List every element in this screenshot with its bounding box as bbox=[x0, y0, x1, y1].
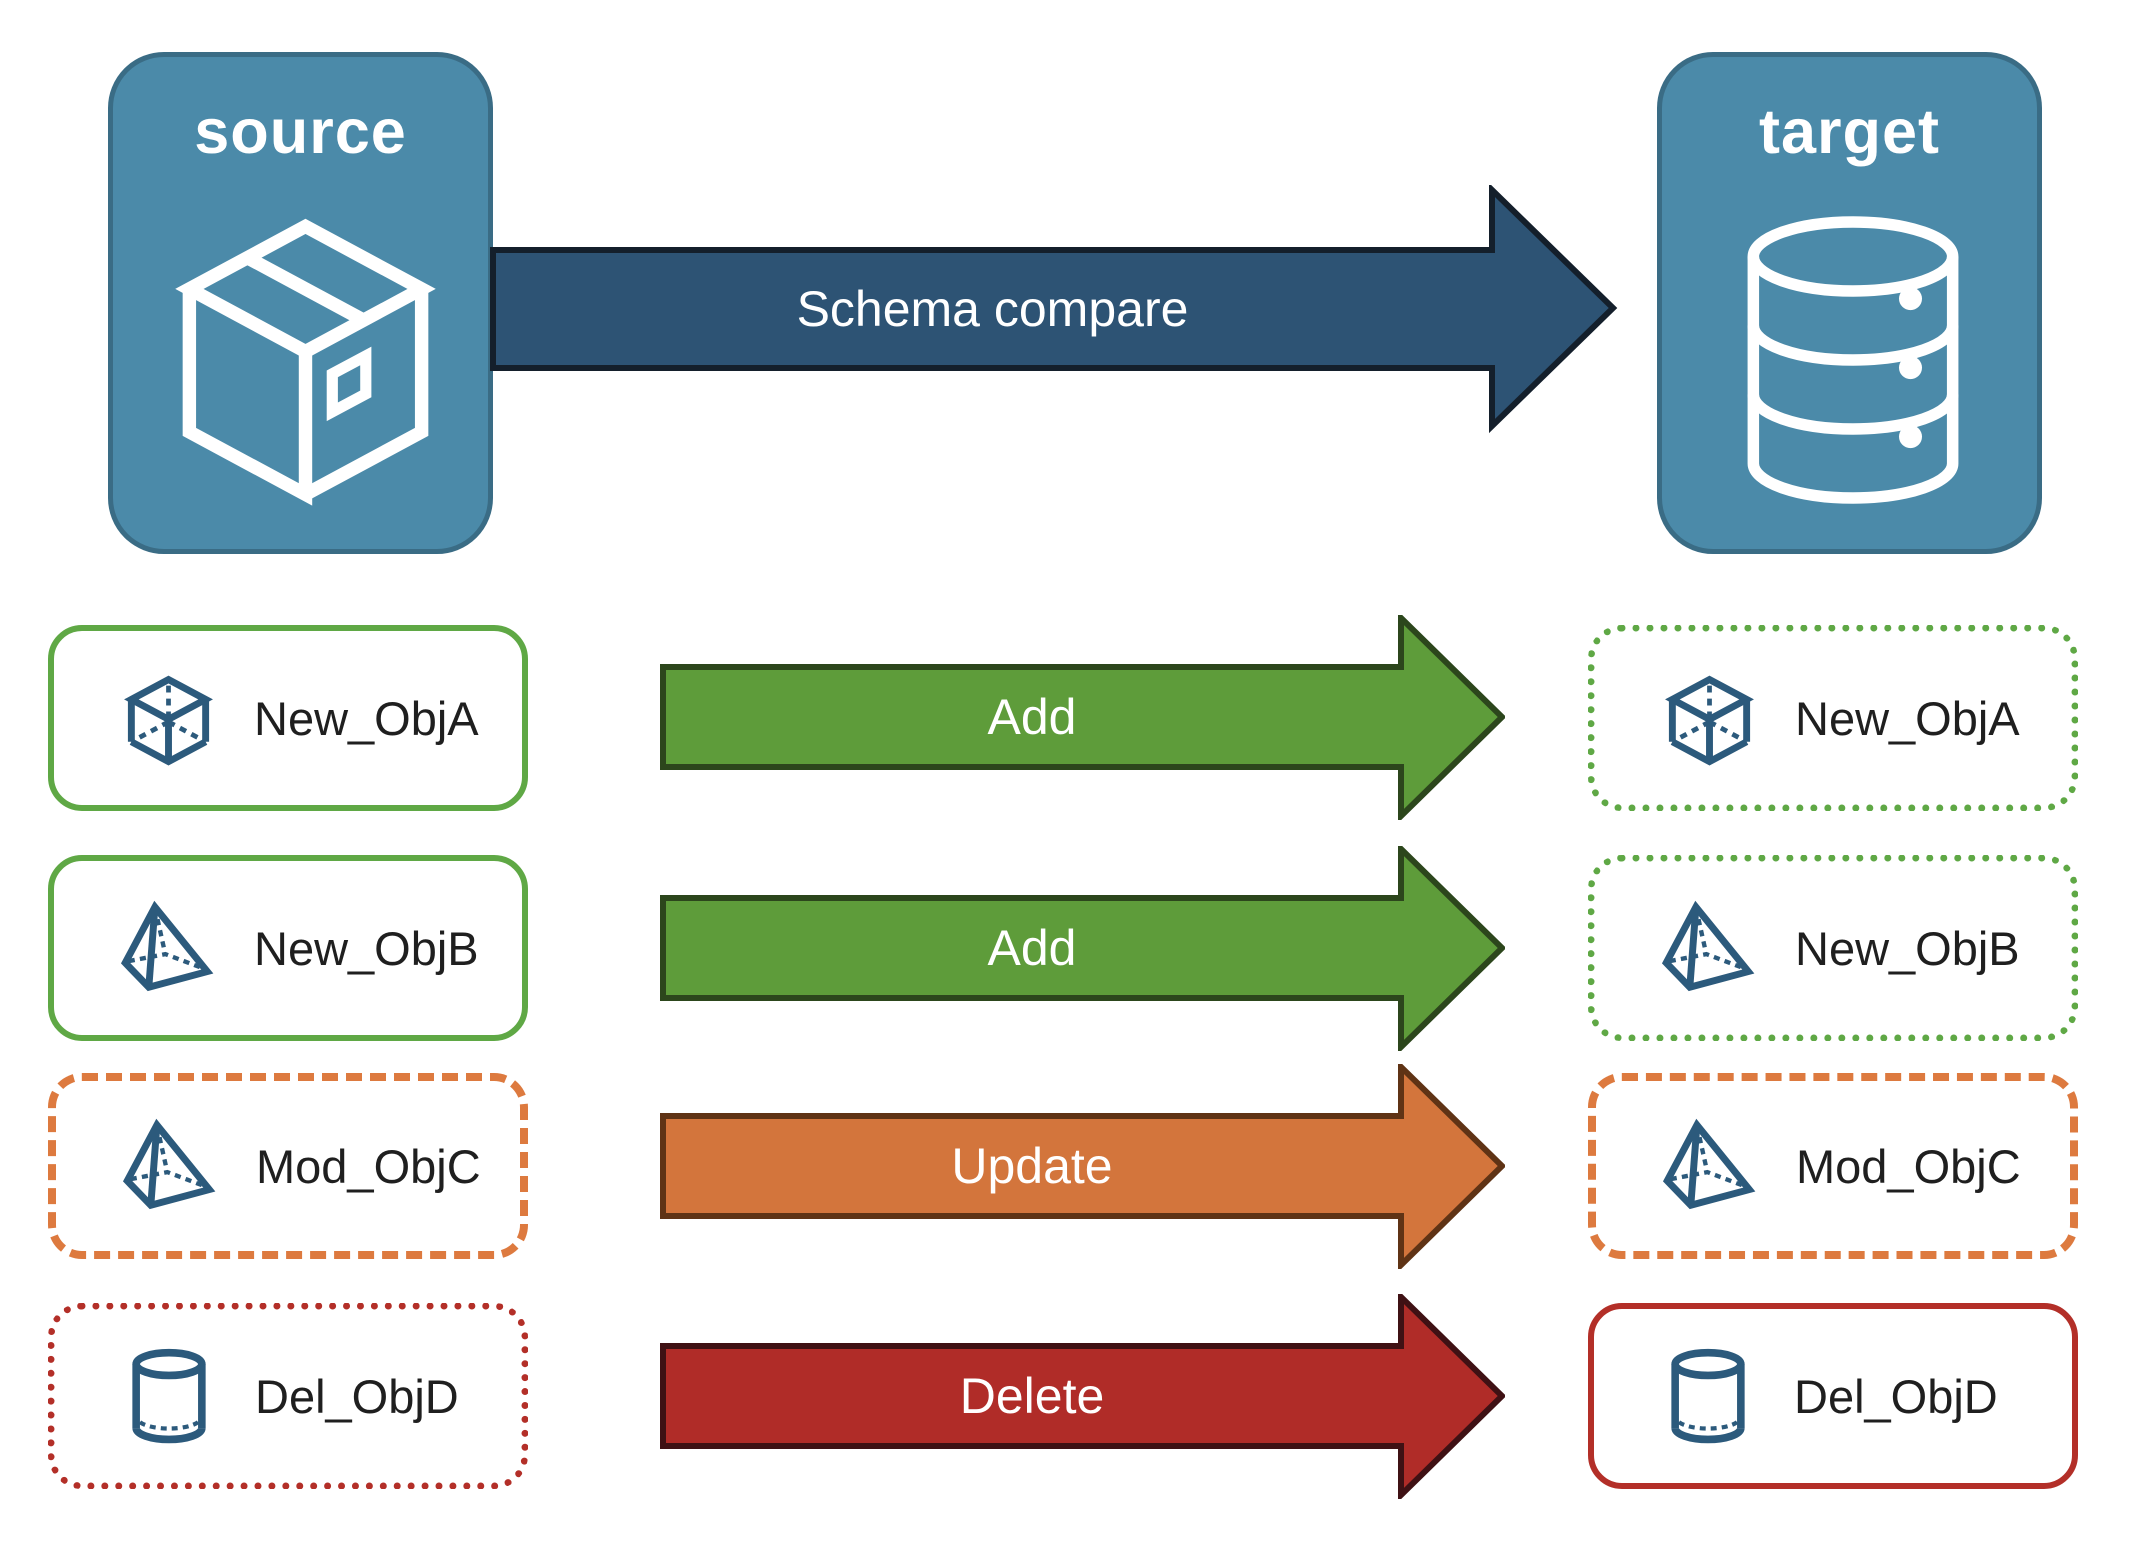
cube-icon bbox=[120, 668, 216, 768]
target-panel-label: target bbox=[1758, 97, 1941, 167]
schema-compare-arrow: Schema compare bbox=[490, 185, 1620, 435]
add-arrow-label: Add bbox=[987, 689, 1077, 745]
target-panel: target bbox=[1657, 52, 2042, 554]
object-label: Mod_ObjC bbox=[1796, 1139, 2021, 1193]
add-arrow-row1: Add bbox=[660, 615, 1505, 820]
pyramid-icon bbox=[122, 1116, 218, 1216]
object-label: New_ObjB bbox=[1795, 921, 2020, 975]
cylinder-icon bbox=[121, 1348, 217, 1445]
target-object-card-new-objb: New_ObjB bbox=[1588, 855, 2078, 1041]
object-label: New_ObjA bbox=[1795, 691, 2020, 745]
delete-arrow-label: Delete bbox=[959, 1368, 1105, 1424]
object-label: Del_ObjD bbox=[1794, 1369, 1998, 1423]
target-object-card-del-objd: Del_ObjD bbox=[1588, 1303, 2078, 1489]
pyramid-icon bbox=[1661, 898, 1757, 998]
source-object-card-new-obja: New_ObjA bbox=[48, 625, 528, 811]
source-object-card-del-objd: Del_ObjD bbox=[48, 1303, 528, 1489]
source-panel-label: source bbox=[194, 97, 407, 167]
schema-compare-arrow-shape bbox=[490, 185, 1618, 434]
database-icon bbox=[1747, 216, 1959, 504]
source-panel: source bbox=[108, 52, 493, 554]
cylinder-icon bbox=[1660, 1348, 1756, 1445]
target-object-card-mod-objc: Mod_ObjC bbox=[1588, 1073, 2078, 1259]
pyramid-icon bbox=[120, 898, 216, 998]
update-arrow-label: Update bbox=[951, 1138, 1113, 1194]
delete-arrow: Delete bbox=[660, 1294, 1505, 1499]
object-label: New_ObjB bbox=[254, 921, 479, 975]
source-object-card-mod-objc: Mod_ObjC bbox=[48, 1073, 528, 1259]
object-label: New_ObjA bbox=[254, 691, 479, 745]
add-arrow-row2: Add bbox=[660, 846, 1505, 1051]
source-object-card-new-objb: New_ObjB bbox=[48, 855, 528, 1041]
pyramid-icon bbox=[1662, 1116, 1758, 1216]
package-icon bbox=[175, 218, 436, 506]
cube-icon bbox=[1661, 668, 1757, 768]
schema-compare-label: Schema compare bbox=[796, 281, 1189, 337]
update-arrow: Update bbox=[660, 1064, 1505, 1269]
object-label: Mod_ObjC bbox=[256, 1139, 481, 1193]
target-object-card-new-obja: New_ObjA bbox=[1588, 625, 2078, 811]
object-label: Del_ObjD bbox=[255, 1369, 459, 1423]
add-arrow-label: Add bbox=[987, 920, 1077, 976]
